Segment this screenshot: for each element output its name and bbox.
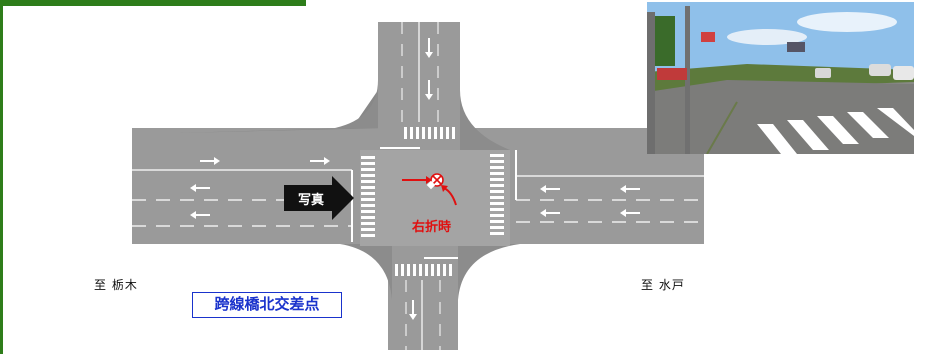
right-turn-marker [402, 173, 457, 206]
crosswalk-west [361, 156, 375, 237]
intersection-name-box: 跨線橋北交差点 [192, 292, 342, 318]
crosswalks [361, 127, 504, 276]
lane-arrows [190, 38, 640, 320]
direction-label-east: 至 水戸 [641, 278, 685, 292]
street-photo [647, 2, 914, 154]
photo-arrow-label: 写真 [297, 193, 324, 208]
crosswalk-south [395, 264, 452, 276]
left-accent-bar [0, 0, 3, 354]
crosswalk-east [490, 154, 504, 235]
photo-direction-arrow [284, 176, 354, 220]
right-turn-label: 右折時 [412, 220, 452, 235]
direction-label-west: 至 栃木 [94, 278, 138, 292]
crosswalk-north [404, 127, 455, 139]
lane-markings [132, 22, 704, 350]
top-accent-bar [0, 0, 306, 6]
